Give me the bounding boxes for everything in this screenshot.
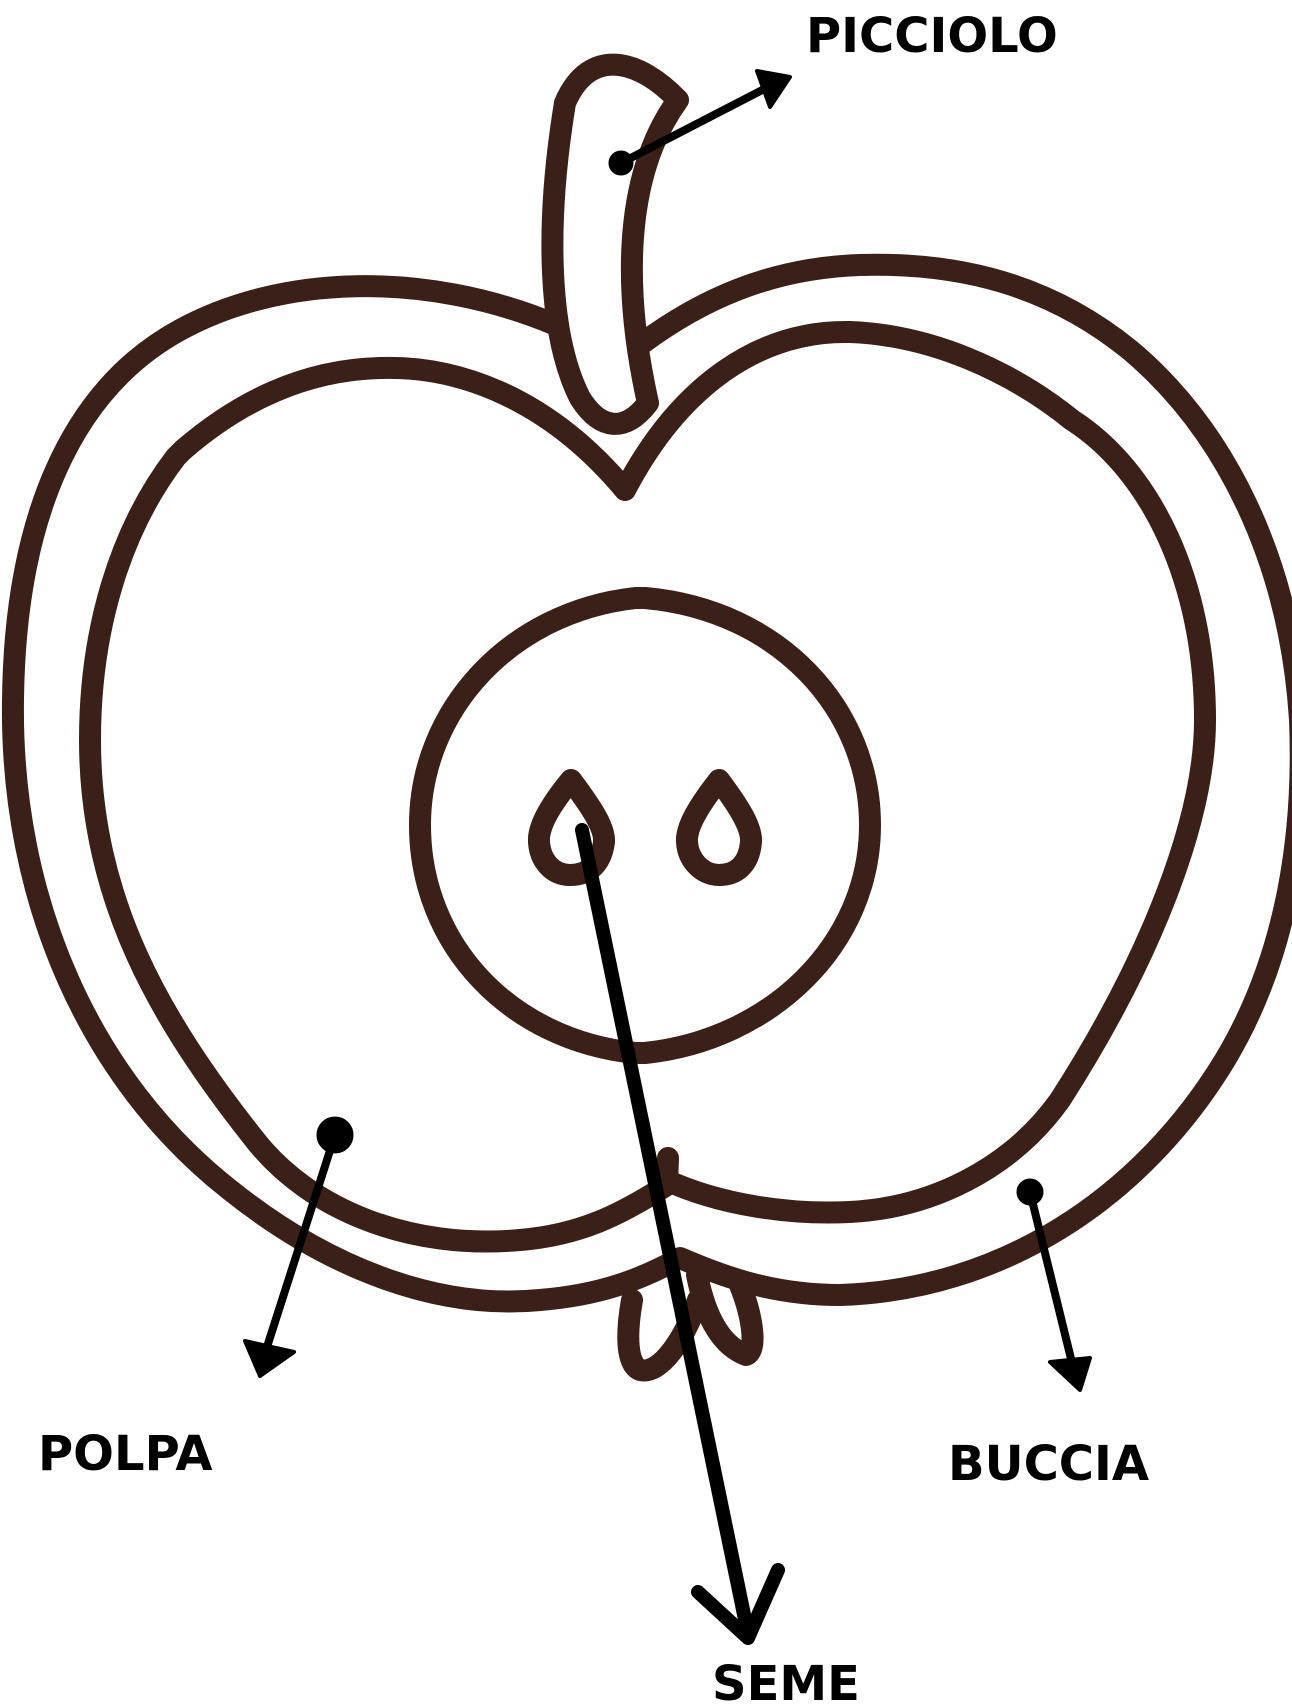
picciolo-arrow bbox=[609, 71, 790, 175]
apple-stem-outline bbox=[552, 65, 678, 424]
seed-right-outline bbox=[687, 780, 751, 875]
label-picciolo: PICCIOLO bbox=[806, 12, 1058, 60]
apple-flesh-outline bbox=[90, 332, 1205, 1242]
label-buccia: BUCCIA bbox=[948, 1440, 1149, 1488]
label-polpa: POLPA bbox=[38, 1430, 213, 1478]
seme-arrow bbox=[582, 830, 778, 1638]
apple-core-outline bbox=[420, 598, 870, 1053]
label-seme: SEME bbox=[712, 1660, 860, 1708]
